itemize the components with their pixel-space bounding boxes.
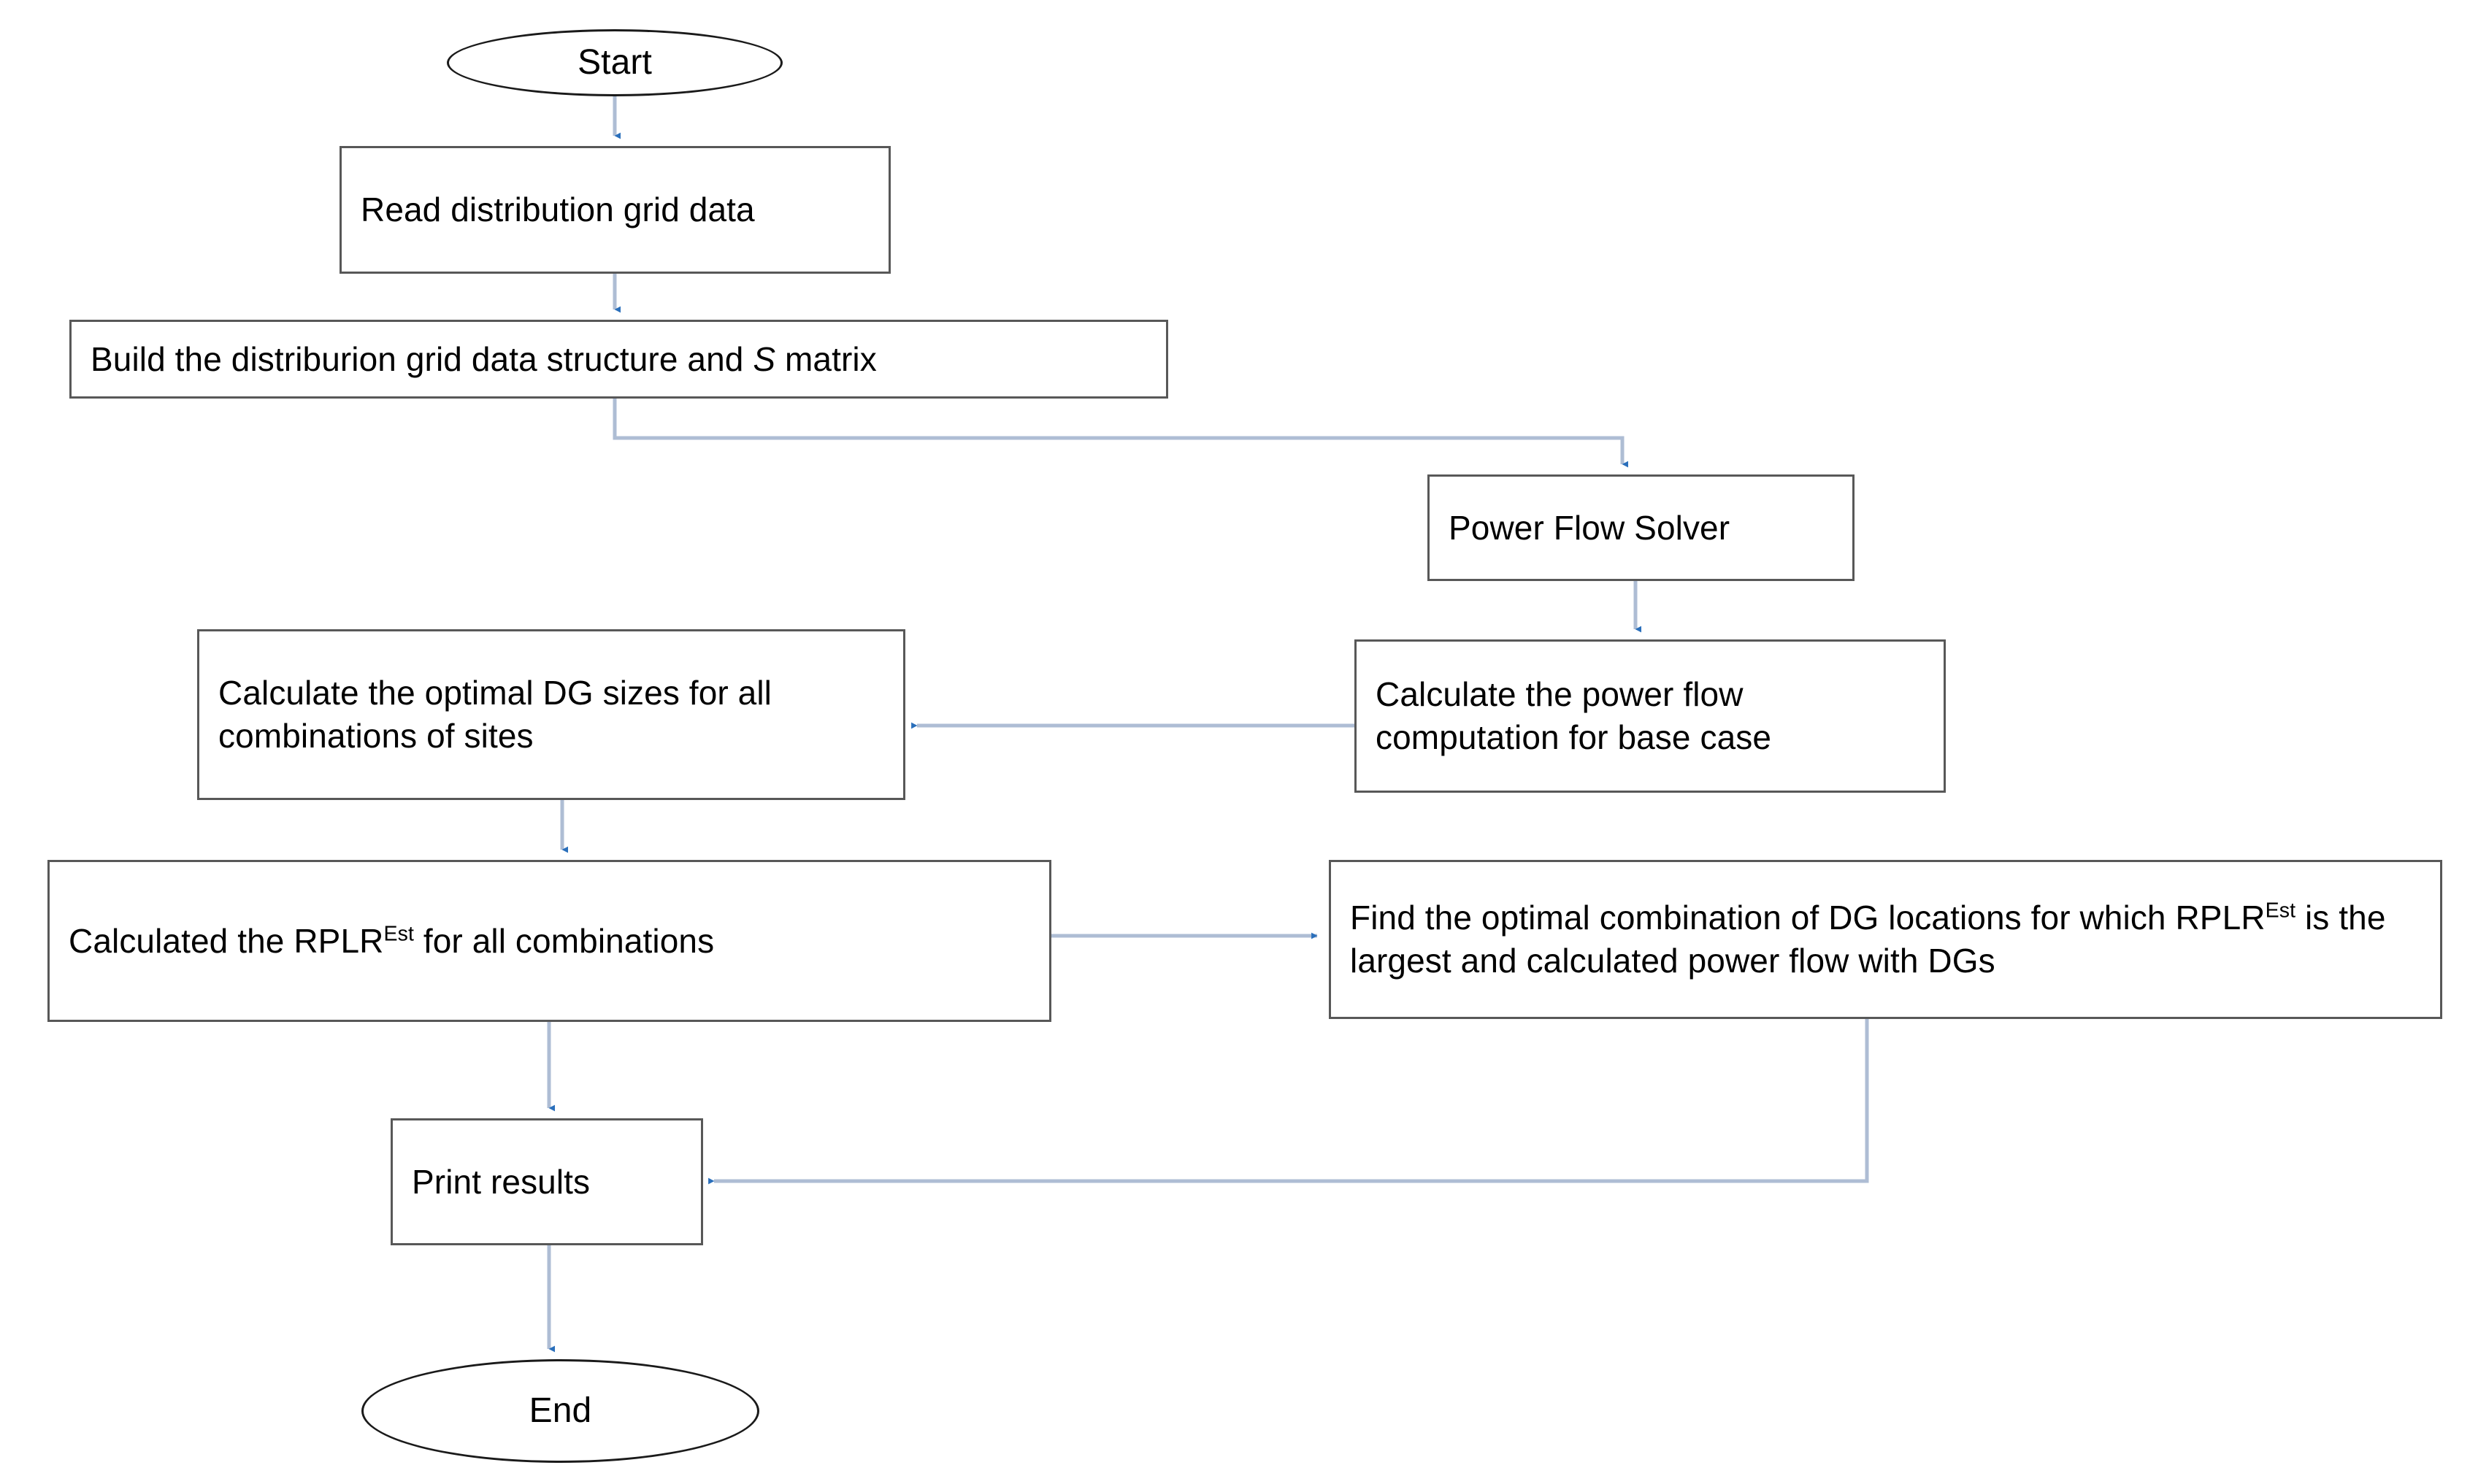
node-start[interactable]: Start [447, 29, 783, 96]
node-power-flow-solver[interactable]: Power Flow Solver [1427, 474, 1855, 581]
node-build-grid-data-structure[interactable]: Build the distriburion grid data structu… [69, 320, 1168, 399]
node-calculate-optimal-dg-sizes-label: Calculate the optimal DG sizes for all c… [218, 674, 772, 755]
build-label-prefix: Build the distriburion grid data structu… [91, 339, 753, 378]
rplr-label-prefix: Calculated the RPLR [69, 921, 384, 960]
node-start-label: Start [578, 43, 652, 82]
node-calculated-rplr-all-combinations-label: Calculated the RPLREst for all combinati… [69, 920, 714, 963]
node-build-grid-data-structure-label: Build the distriburion grid data structu… [91, 338, 877, 381]
build-label-suffix: matrix [775, 339, 877, 378]
node-power-flow-solver-label: Power Flow Solver [1449, 508, 1730, 547]
node-read-distribution-grid-data[interactable]: Read distribution grid data [340, 146, 891, 274]
edge-find-optimal-to-print [708, 1019, 1869, 1185]
edge-build-to-solver [613, 399, 1628, 468]
node-calculated-rplr-all-combinations[interactable]: Calculated the RPLREst for all combinati… [47, 860, 1051, 1022]
node-read-distribution-grid-data-label: Read distribution grid data [361, 191, 755, 229]
rplr-label-suffix: for all combinations [413, 921, 715, 960]
node-calculate-optimal-dg-sizes[interactable]: Calculate the optimal DG sizes for all c… [197, 629, 905, 800]
node-find-optimal-dg-combination-label: Find the optimal combination of DG locat… [1350, 896, 2421, 983]
node-end[interactable]: End [361, 1359, 759, 1463]
find-label-superscript: Est [2265, 899, 2296, 923]
node-calculate-base-case-power-flow-label: Calculate the power flow computation for… [1376, 675, 1772, 756]
node-print-results-label: Print results [412, 1162, 591, 1201]
node-calculate-base-case-power-flow[interactable]: Calculate the power flow computation for… [1354, 639, 1946, 793]
rplr-label-superscript: Est [383, 922, 414, 946]
node-find-optimal-dg-combination[interactable]: Find the optimal combination of DG locat… [1329, 860, 2442, 1019]
node-print-results[interactable]: Print results [391, 1118, 703, 1245]
node-end-label: End [529, 1391, 592, 1431]
find-label-suffix: is the largest and calculated power flow… [1350, 899, 2386, 980]
build-label-italic-s: S [753, 339, 776, 378]
find-label-prefix: Find the optimal combination of DG locat… [1350, 899, 2266, 937]
